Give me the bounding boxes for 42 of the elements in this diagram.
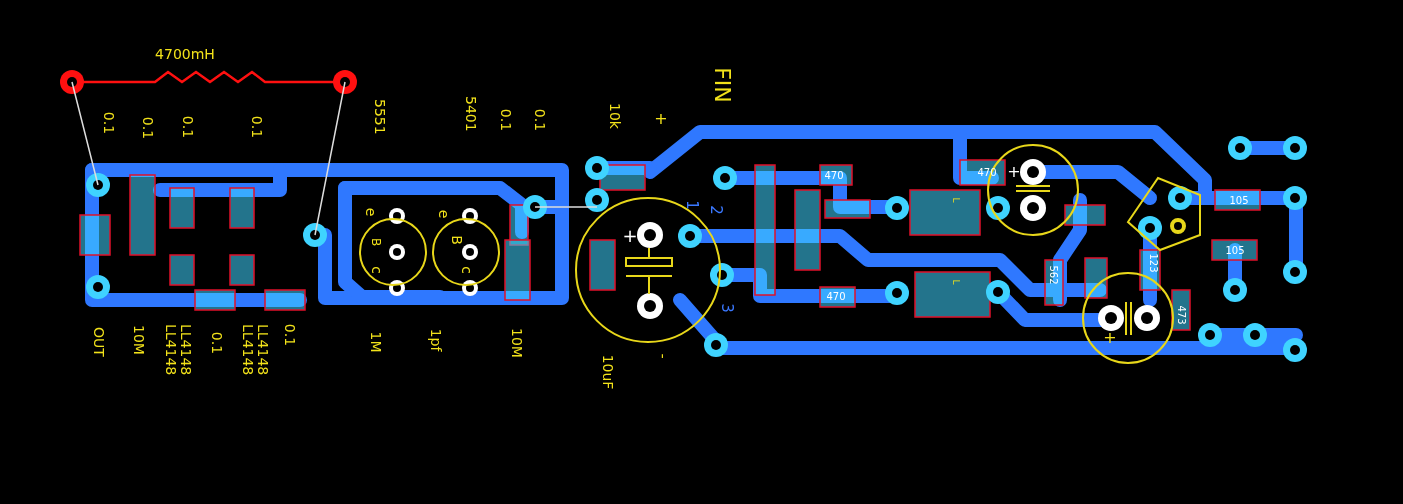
pin-label: B [368, 237, 382, 247]
pin-label: B [448, 235, 464, 245]
polarity-mark: + [622, 226, 638, 246]
component-value: 0.1 [139, 116, 155, 140]
component-value: 0.1 [100, 111, 116, 135]
inductor-value: 4700mH [155, 47, 215, 63]
component-value: 562 [1047, 265, 1059, 285]
component-value: 0.1 [248, 115, 264, 139]
net-label: OUT [90, 327, 106, 357]
component-mark: L [950, 279, 960, 285]
pin-label: c [458, 266, 474, 274]
pin-label: e [435, 209, 451, 219]
component-value: 10uF [599, 354, 615, 390]
polarity-mark: + [1007, 163, 1021, 181]
pin-label: e [362, 207, 378, 217]
part-number: LL4148 LL4148 [162, 324, 194, 378]
component-value: 10M [508, 328, 524, 358]
component-value: 10k [606, 103, 622, 129]
pin-number: 1 [683, 200, 701, 210]
component-value: 0.1 [497, 108, 513, 132]
part-number: 5401 [462, 96, 478, 134]
pin-label: c [368, 266, 384, 274]
component-value: 0.1 [531, 108, 547, 132]
component-value: 473 [1175, 305, 1187, 325]
component-value: 10M [130, 325, 146, 355]
component-value: 0.1 [281, 323, 297, 347]
component-value: 1pf [427, 328, 443, 352]
pin-number: 3 [718, 303, 736, 313]
component-mark: L [950, 197, 960, 203]
component-value: 470 [826, 290, 846, 302]
component-value: 0.1 [208, 331, 224, 355]
polarity-mark: + [654, 110, 668, 128]
polarity-mark: - [654, 353, 670, 359]
component-value: 0.1 [179, 115, 195, 139]
component-value: 470 [824, 169, 844, 181]
pin-number: 2 [707, 205, 725, 215]
component-value: 1M [367, 331, 383, 353]
component-value: 123 [1147, 253, 1159, 273]
part-number: LL4148 LL4148 [239, 324, 271, 378]
component-value: 105 [1229, 194, 1249, 206]
part-number: 5551 [371, 99, 387, 137]
net-label: FIN [709, 67, 735, 103]
